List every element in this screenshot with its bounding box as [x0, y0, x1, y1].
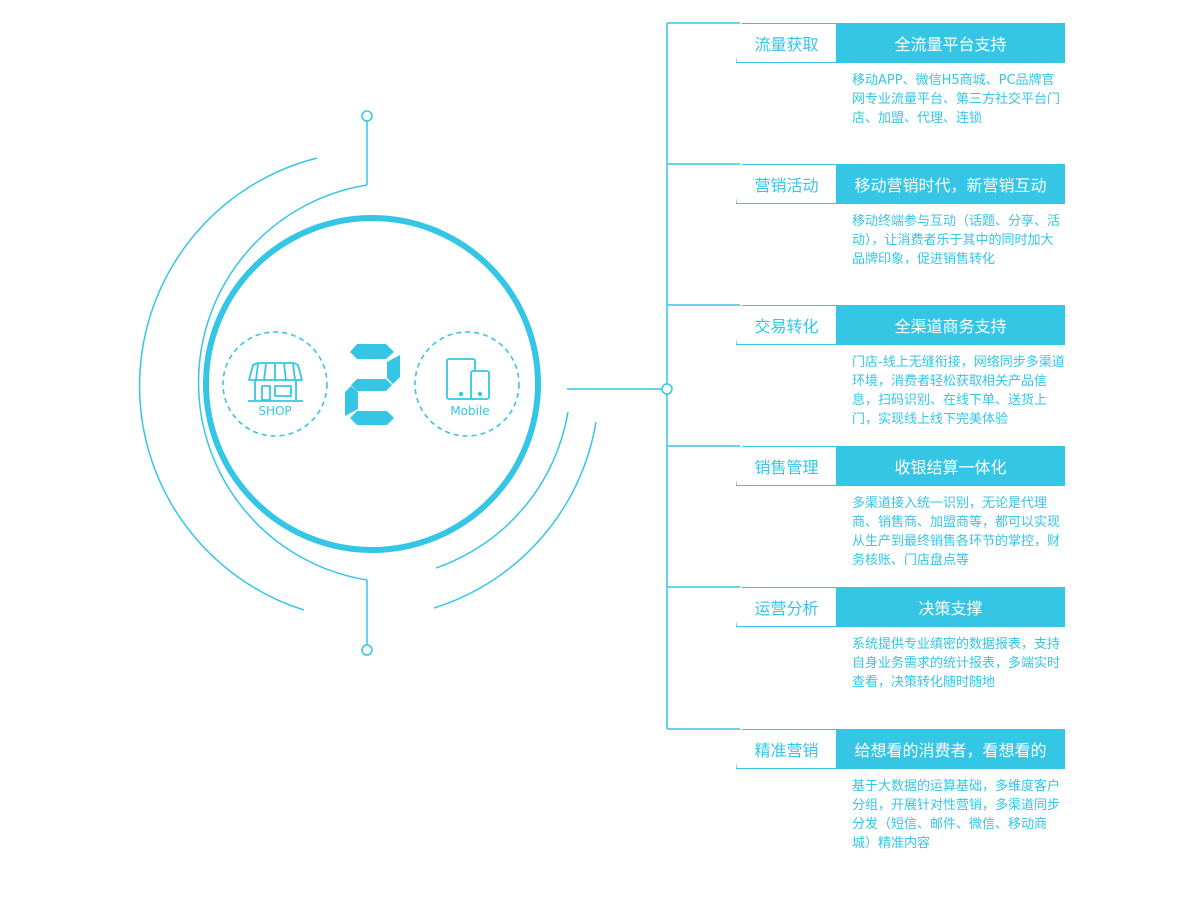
feature-description: 多渠道接入统一识别，无论是代理商、销售商、加盟商等，都可以实现从生产到最终销售各…: [852, 496, 1061, 568]
feature-item-sales: 销售管理 收银结算一体化 多渠道接入统一识别，无论是代理商、销售商、加盟商等，都…: [667, 446, 1067, 587]
feature-description: 门店-线上无缝衔接，网络同步多渠道环境，消费者轻松获取相关产品信息，扫码识别、在…: [852, 355, 1065, 427]
outer-arc-left: [138, 157, 318, 611]
feature-tab: 营销活动: [736, 164, 836, 204]
digit-2-display: [345, 344, 400, 425]
feature-item-transaction: 交易转化 全渠道商务支持 门店-线上无缝衔接，网络同步多渠道环境，消费者轻松获取…: [667, 305, 1067, 446]
shop-badge: [222, 331, 328, 437]
feature-tab: 精准营销: [736, 729, 836, 769]
shop-icon: [248, 362, 303, 402]
top-pin-dot: [361, 110, 373, 122]
trunk-junction: [661, 383, 673, 395]
feature-item-marketing: 营销活动 移动营销时代，新营销互动 移动终端参与互动（话题、分享、活动），让消费…: [667, 164, 1067, 305]
feature-title: 全渠道商务支持: [836, 305, 1065, 345]
feature-title: 给想看的消费者，看想看的: [836, 729, 1065, 769]
feature-description: 系统提供专业缜密的数据报表，支持自身业务需求的统计报表，多端实时查看，决策转化随…: [852, 637, 1061, 690]
feature-title: 收银结算一体化: [836, 446, 1065, 486]
bottom-pin-dot: [361, 644, 373, 656]
feature-item-precision: 精准营销 给想看的消费者，看想看的 基于大数据的运算基础，多维度客户分组，开展针…: [667, 729, 1067, 870]
feature-tab: 流量获取: [736, 23, 836, 63]
mobile-icon: [446, 358, 490, 400]
shop-label: SHOP: [258, 404, 292, 418]
feature-title: 全流量平台支持: [836, 23, 1065, 63]
mid-arc-right: [435, 411, 569, 569]
feature-tab: 交易转化: [736, 305, 836, 345]
mobile-badge: [414, 331, 520, 437]
feature-tab: 运营分析: [736, 587, 836, 627]
mid-arc-left: [197, 184, 368, 581]
mobile-label: Mobile: [450, 404, 490, 418]
feature-description: 移动终端参与互动（话题、分享、活动），让消费者乐于其中的同时加大品牌印象，促进销…: [852, 214, 1061, 267]
feature-item-analytics: 运营分析 决策支撑 系统提供专业缜密的数据报表，支持自身业务需求的统计报表，多端…: [667, 587, 1067, 728]
feature-title: 决策支撑: [836, 587, 1065, 627]
feature-title: 移动营销时代，新营销互动: [836, 164, 1065, 204]
feature-description: 移动APP、微信H5商城、PC品牌官网专业流量平台、第三方社交平台门店、加盟、代…: [852, 73, 1061, 126]
feature-item-traffic: 流量获取 全流量平台支持 移动APP、微信H5商城、PC品牌官网专业流量平台、第…: [667, 23, 1067, 164]
feature-description: 基于大数据的运算基础，多维度客户分组，开展针对性营销，多渠道同步分发（短信、邮件…: [852, 779, 1061, 851]
feature-tab: 销售管理: [736, 446, 836, 486]
outer-arc-right: [433, 421, 597, 609]
